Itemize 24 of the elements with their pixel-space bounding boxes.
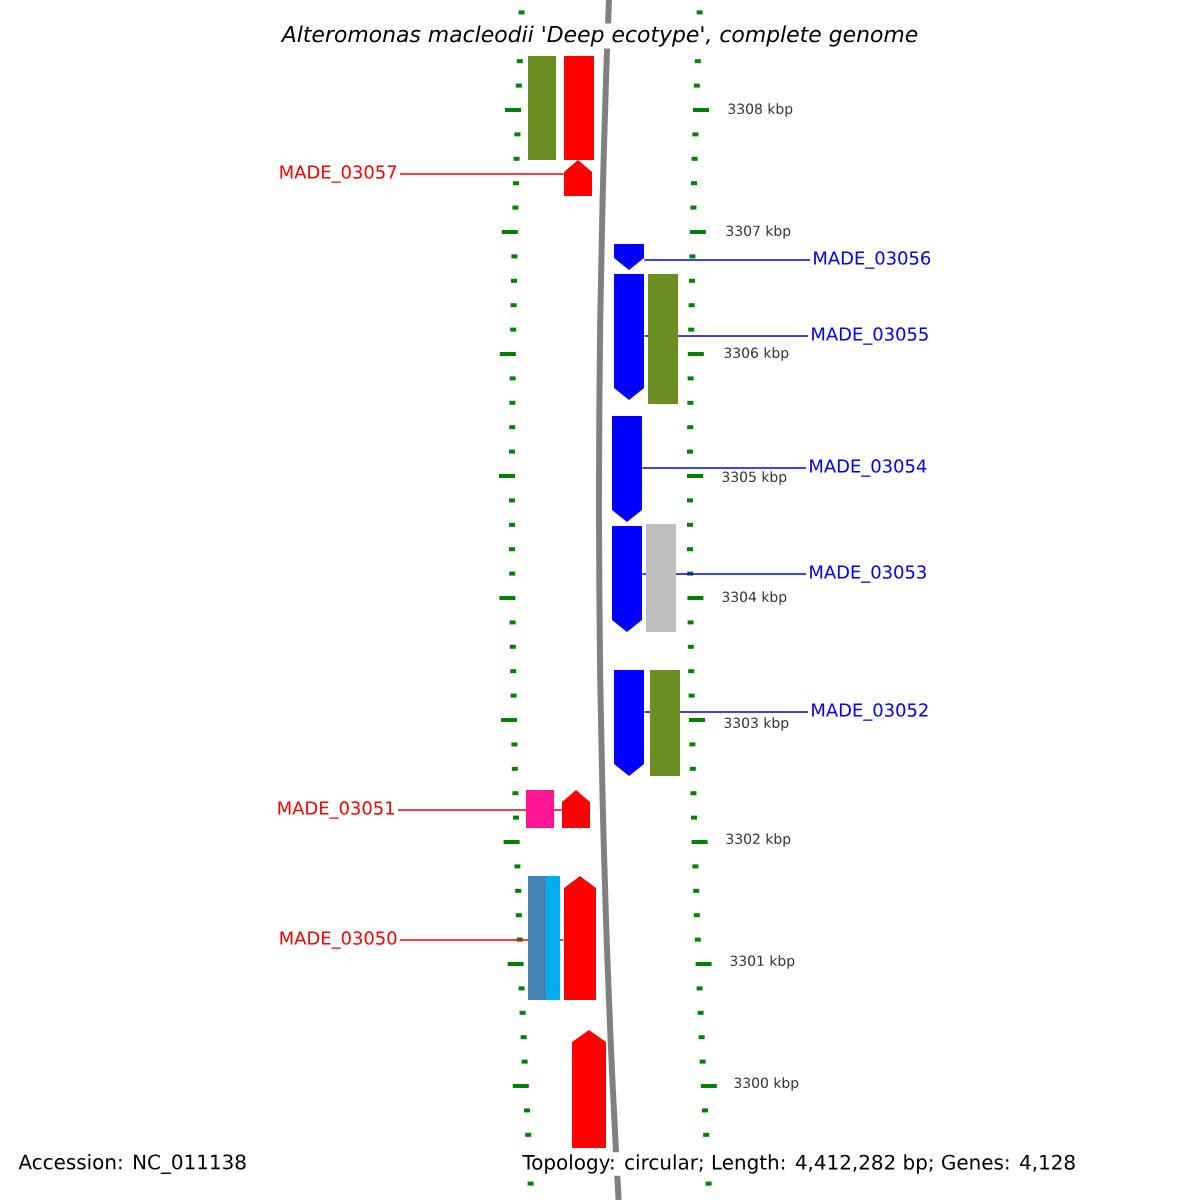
gene-label: MADE_03054 xyxy=(810,459,927,477)
gene-block xyxy=(614,274,644,400)
gene-label: MADE_03051 xyxy=(278,801,394,819)
gene-block xyxy=(614,244,644,270)
gene-block xyxy=(612,416,642,522)
gene-block xyxy=(564,160,592,196)
gene-block xyxy=(572,1030,606,1148)
leader-line xyxy=(397,809,563,811)
gene-label: MADE_03050 xyxy=(280,931,397,949)
gene-label: MADE_03053 xyxy=(810,565,926,583)
leader-line xyxy=(641,467,807,469)
genome-info-text: Topology: circular; Length: 4,412,282 bp; Genes: 4,128 xyxy=(520,1152,1079,1176)
leader-line xyxy=(643,259,811,261)
gene-label: MADE_03056 xyxy=(814,251,931,269)
gene-label: MADE_03055 xyxy=(812,327,928,345)
gene-label: MADE_03052 xyxy=(812,703,928,721)
gene-block xyxy=(562,790,590,828)
gene-block xyxy=(612,526,642,632)
leader-line xyxy=(399,173,565,175)
gene-block xyxy=(564,876,596,1000)
gene-block xyxy=(614,670,644,776)
accession-text: Accession: NC_011138 xyxy=(16,1152,249,1176)
gene-label: MADE_03057 xyxy=(280,165,397,183)
title: Alteromonas macleodii 'Deep ecotype', complete genome xyxy=(279,23,921,49)
